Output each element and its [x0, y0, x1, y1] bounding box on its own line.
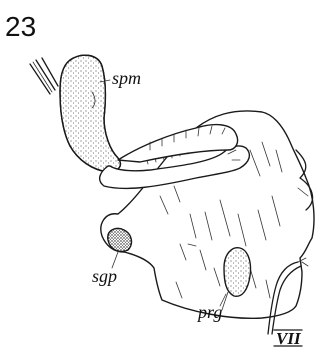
label-spm: spm [112, 68, 141, 88]
spermatheca-duct-stub [30, 58, 58, 94]
figure-number: 23 [5, 11, 36, 42]
label-sgp: sgp [92, 266, 117, 286]
label-nerve-vii: VII [276, 329, 302, 348]
label-prg: prg [196, 302, 222, 322]
